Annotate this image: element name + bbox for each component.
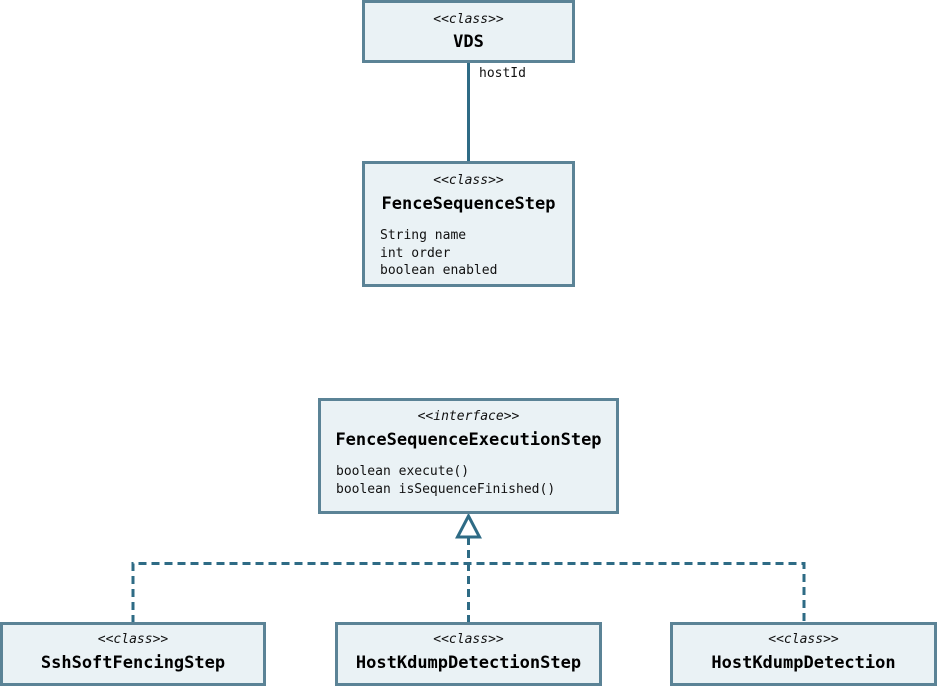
class-box-ssh-soft-fencing-step[interactable]: <<class>> SshSoftFencingStep xyxy=(0,622,266,686)
class-box-host-kdump-detection[interactable]: <<class>> HostKdumpDetection xyxy=(670,622,937,686)
stereotype-label: <<class>> xyxy=(433,632,504,647)
stereotype-label: <<class>> xyxy=(433,12,504,27)
realization-arrowhead xyxy=(455,512,482,539)
class-name: HostKdumpDetection xyxy=(711,653,896,673)
class-box-fence-sequence-step[interactable]: <<class>> FenceSequenceStep String name … xyxy=(362,161,575,287)
attribute-list: String name int order boolean enabled xyxy=(380,227,497,280)
stereotype-label: <<class>> xyxy=(768,632,839,647)
attribute-enabled: boolean enabled xyxy=(380,263,498,278)
class-name: HostKdumpDetectionStep xyxy=(355,653,582,673)
method-is-sequence-finished: boolean isSequenceFinished() xyxy=(336,481,556,497)
interface-name: FenceSequenceExecutionStep xyxy=(335,430,602,450)
association-label-hostid: hostId xyxy=(479,66,526,81)
stereotype-label: <<interface>> xyxy=(417,409,520,424)
interface-box-fence-sequence-execution-step[interactable]: <<interface>> FenceSequenceExecutionStep… xyxy=(318,398,619,514)
class-name: FenceSequenceStep xyxy=(381,194,556,214)
class-box-vds[interactable]: <<class>> VDS xyxy=(362,0,575,63)
class-name: SshSoftFencingStep xyxy=(40,653,226,673)
class-box-host-kdump-detection-step[interactable]: <<class>> HostKdumpDetectionStep xyxy=(335,622,602,686)
method-list: boolean execute() boolean isSequenceFini… xyxy=(336,463,555,498)
stereotype-label: <<class>> xyxy=(433,173,504,188)
class-name: VDS xyxy=(453,32,484,52)
stereotype-label: <<class>> xyxy=(97,632,169,647)
realization-connector xyxy=(131,538,806,623)
attribute-name: String name xyxy=(380,228,467,243)
method-execute: boolean execute() xyxy=(336,464,470,479)
attribute-order: int order xyxy=(380,245,451,261)
